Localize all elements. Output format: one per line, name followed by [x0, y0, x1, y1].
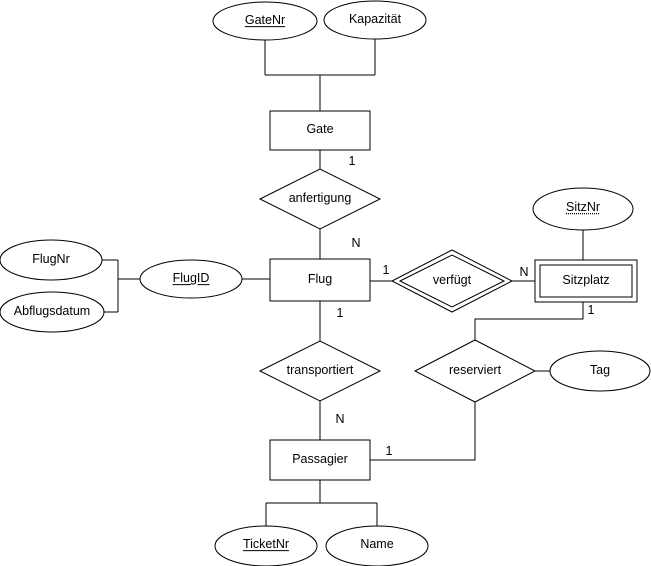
attribute-kapazitaet-shape [323, 0, 427, 40]
attribute-label-flugid: FlugID [172, 271, 210, 286]
attribute-label-ticketnr: TicketNr [242, 537, 290, 552]
cardinality-transportiert-passagier: N [335, 412, 345, 427]
relationship-verfuegt-inner-shape [398, 254, 506, 308]
connector-passagier-reserviert [370, 402, 476, 461]
cardinality-flug-transportiert: 1 [336, 306, 344, 321]
attribute-label-abflugsdatum: Abflugsdatum [13, 304, 91, 319]
relationship-reserviert-shape [413, 339, 537, 403]
relationship-label-anfertigung: anfertigung [288, 191, 352, 206]
cardinality-flug-verfuegt: 1 [382, 263, 390, 278]
relationship-transportiert-shape [258, 340, 382, 402]
cardinality-sitzplatz-reserviert: 1 [587, 303, 595, 318]
cardinality-verfuegt-sitzplatz: N [519, 265, 529, 280]
attribute-label-gatenr: GateNr [244, 13, 286, 28]
attribute-tag-shape [549, 350, 651, 392]
relationship-anfertigung-shape [258, 168, 382, 230]
relationship-label-verfuegt: verfügt [432, 273, 472, 288]
connector-sitzplatz-reserviert [474, 302, 584, 340]
relationship-label-transportiert: transportiert [286, 363, 354, 378]
attribute-label-flugnr: FlugNr [32, 252, 70, 267]
entity-label-sitzplatz: Sitzplatz [562, 273, 610, 288]
attribute-sitznr-shape [532, 187, 634, 231]
entity-label-gate: Gate [306, 122, 334, 137]
entity-sitzplatz-inner-shape [539, 264, 633, 298]
relationship-label-reserviert: reserviert [448, 363, 502, 378]
attribute-label-kapazitaet: Kapazität [348, 12, 402, 27]
attribute-name-shape [325, 525, 429, 566]
entity-label-passagier: Passagier [292, 452, 348, 467]
attribute-abflugsdatum-shape [0, 291, 105, 333]
attribute-ticketnr-shape [214, 525, 318, 566]
attribute-label-sitznr: SitzNr [565, 200, 601, 215]
attribute-flugid-shape [139, 259, 243, 299]
attribute-label-name: Name [360, 537, 394, 552]
cardinality-anfertigung-flug: N [351, 236, 361, 251]
cardinality-passagier-reserviert: 1 [385, 444, 393, 459]
cardinality-gate-anfertigung: 1 [348, 154, 356, 169]
attribute-flugnr-shape [0, 239, 103, 281]
entity-gate-shape [269, 110, 371, 151]
attribute-gatenr-shape [212, 1, 318, 41]
attribute-label-tag: Tag [589, 363, 611, 378]
entity-flug-shape [269, 258, 371, 302]
entity-label-flug: Flug [307, 272, 333, 287]
entity-passagier-shape [269, 439, 371, 481]
